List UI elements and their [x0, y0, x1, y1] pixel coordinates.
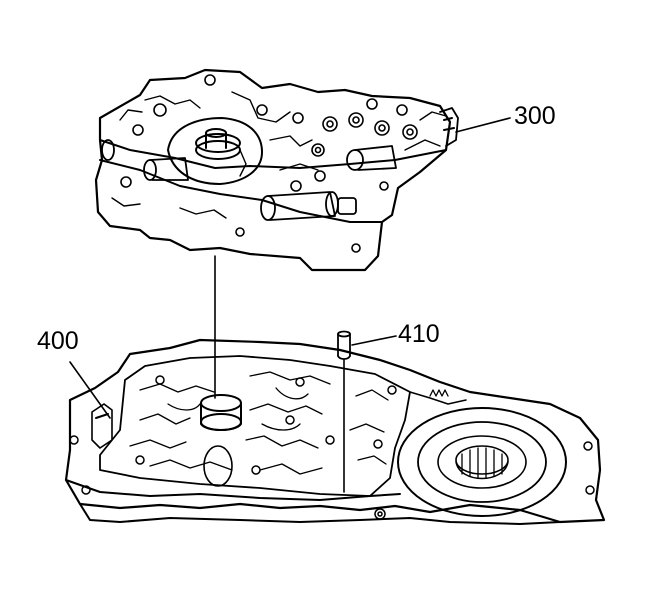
callout-label-300: 300 [514, 102, 556, 130]
transaxle-case-400 [64, 338, 606, 525]
callout-label-410: 410 [398, 320, 440, 348]
callout-label-400: 400 [37, 327, 79, 355]
leader-line-410 [351, 335, 397, 346]
valve-body-300 [94, 68, 459, 272]
leader-line-400 [69, 361, 111, 419]
leader-line-300 [455, 117, 511, 133]
locating-pin-410 [337, 330, 351, 360]
